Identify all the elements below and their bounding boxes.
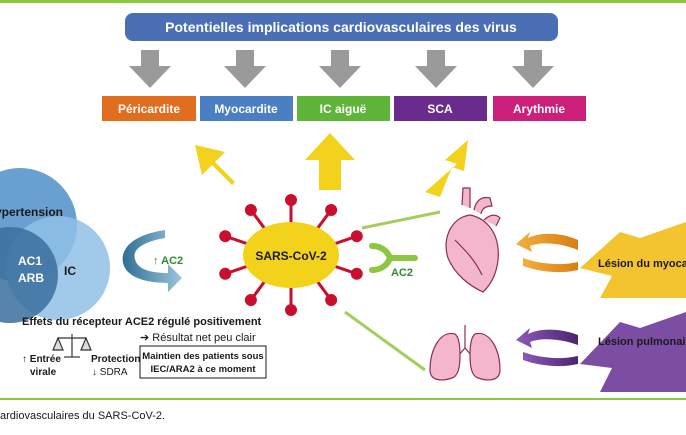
- category-label-arythmie: Arythmie: [513, 102, 565, 116]
- ac2-receptor-label: AC2: [391, 267, 413, 279]
- protection-label-line1: Protection: [91, 354, 140, 365]
- yellow-arrow-center: [305, 133, 355, 190]
- virus-spike-head: [244, 203, 257, 216]
- virus-body: [243, 222, 339, 288]
- down-arrow-2: [224, 50, 266, 88]
- category-label-sca: SCA: [427, 102, 453, 116]
- venn-label-ac1: AC1: [18, 254, 42, 268]
- category-label-myocardite: Myocardite: [214, 102, 278, 116]
- category-box-pericardite: [102, 96, 196, 121]
- yellow-arrows: [195, 133, 468, 197]
- protection-label-line2: ↓ SDRA: [92, 367, 128, 378]
- maintenance-line1: Maintien des patients sous: [142, 351, 263, 362]
- bottom-border: [0, 398, 686, 400]
- ac2-receptor: [369, 243, 418, 273]
- maintenance-line2: IEC/ARA2 à ce moment: [150, 364, 256, 375]
- venn-label-ic: IC: [64, 264, 76, 278]
- entry-label-line1: ↑ Entrée: [22, 354, 61, 365]
- yellow-arrow-left: [195, 145, 235, 195]
- virus-spike-head: [350, 230, 363, 243]
- virus-spike-head: [285, 194, 297, 206]
- balance-scale-icon: [52, 334, 92, 358]
- effects-result: ➔ Résultat net peu clair: [140, 332, 256, 344]
- banner-title: Potentielles implications cardiovasculai…: [165, 19, 517, 35]
- lungs-icon: [429, 325, 501, 381]
- ac2-up-label: ↑ AC2: [153, 255, 183, 267]
- down-arrow-1: [129, 50, 171, 88]
- category-label-pericardite: Péricardite: [118, 102, 180, 116]
- curved-arrow-pulmonary: [516, 328, 578, 348]
- down-arrow-5: [512, 50, 554, 88]
- category-box-ic-aigue: [297, 96, 390, 121]
- category-box-sca: [394, 96, 487, 121]
- lesion-bolt-pulmonary: [580, 312, 686, 392]
- lesion-bolt-myocardial: [580, 222, 686, 298]
- line-to-lungs: [344, 310, 426, 372]
- virus-spike-head: [325, 294, 338, 307]
- curved-arrow-myocardial: [516, 232, 578, 252]
- down-arrow-4: [415, 50, 457, 88]
- venn-label-hypertension: ypertension: [0, 205, 63, 219]
- heart-icon: [445, 187, 501, 293]
- virus-spike-head: [285, 304, 297, 316]
- virus-label: SARS-CoV-2: [255, 249, 327, 263]
- gray-arrows: [129, 50, 554, 88]
- category-label-ic-aigue: IC aiguë: [320, 102, 367, 116]
- curved-arrow-myocardial-tail: [523, 258, 578, 273]
- venn-circle-ac1: [0, 227, 58, 323]
- curved-arrow-ac2: [122, 230, 182, 292]
- title-banner: [125, 13, 558, 41]
- virus-spike-head: [350, 267, 363, 280]
- curved-arrow-pulmonary-tail: [523, 352, 578, 367]
- category-box-arythmie: [493, 96, 586, 121]
- top-border: [0, 0, 686, 3]
- virus-spike-head: [219, 267, 232, 280]
- figure-caption: ardiovasculaires du SARS-CoV-2.: [0, 410, 165, 422]
- yellow-arrow-right: [425, 140, 468, 197]
- lesion-label-myocardial: Lésion du myoca: [598, 258, 686, 270]
- venn-label-arb: ARB: [18, 271, 44, 285]
- lesion-label-pulmonary: Lésion pulmonai: [598, 336, 685, 348]
- venn-diagram: ypertension AC1 ARB IC: [0, 168, 110, 323]
- line-to-heart: [361, 210, 441, 230]
- down-arrow-3: [319, 50, 361, 88]
- virus-spike-head: [244, 294, 257, 307]
- effects-title: Effets du récepteur ACE2 régulé positive…: [22, 316, 262, 328]
- maintenance-box: [139, 345, 267, 379]
- virus-spike-head: [325, 203, 338, 216]
- virus-spike-head: [219, 230, 232, 243]
- entry-label-line2: virale: [30, 367, 57, 378]
- category-box-myocardite: [200, 96, 293, 121]
